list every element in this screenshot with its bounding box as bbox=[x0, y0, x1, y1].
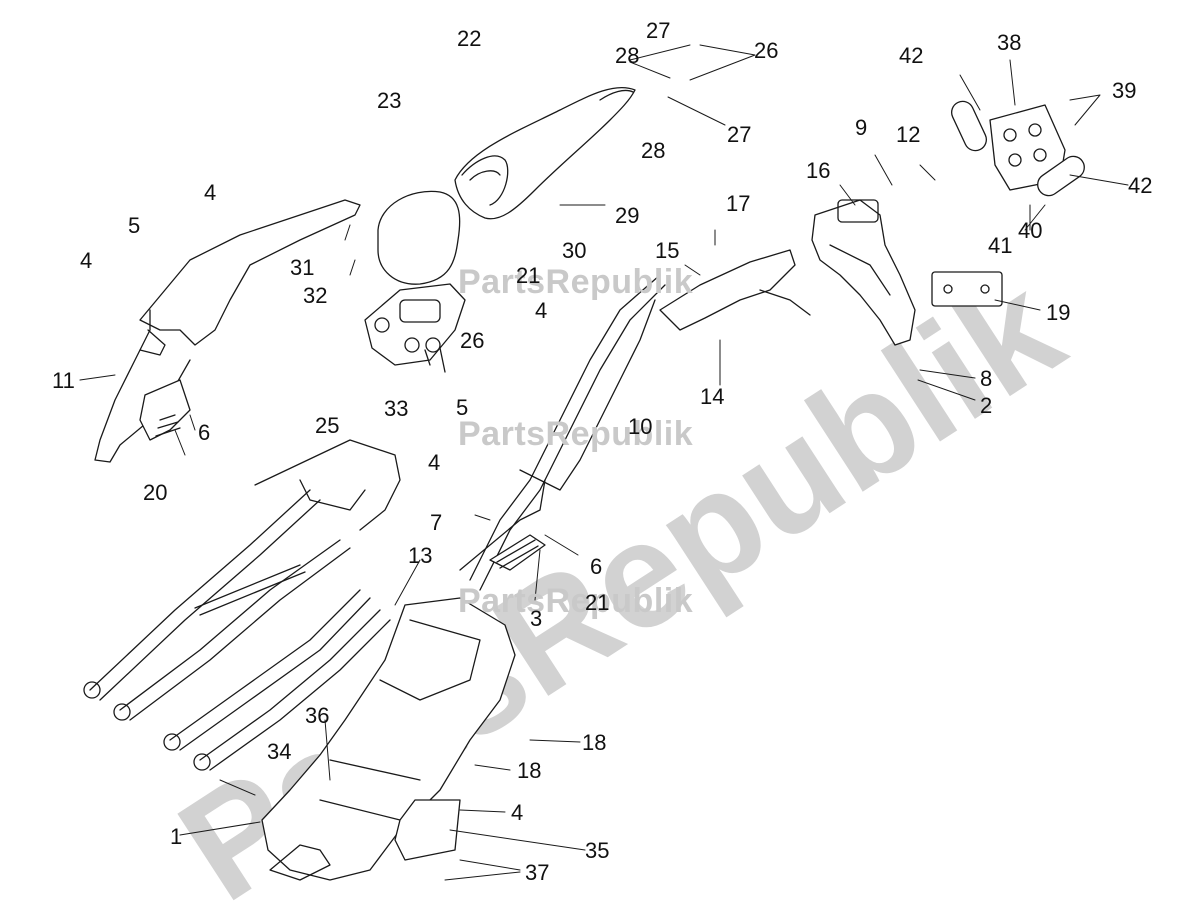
part-23-seat bbox=[377, 190, 461, 285]
callout-33: 33 bbox=[384, 396, 409, 421]
callout-25: 25 bbox=[315, 413, 340, 438]
part-38-bracket bbox=[989, 104, 1066, 191]
part-20-grab-handle-left bbox=[139, 379, 191, 441]
callout-5: 5 bbox=[128, 213, 141, 238]
callout-18: 18 bbox=[582, 730, 607, 755]
callout-37: 37 bbox=[525, 860, 550, 885]
callout-16: 16 bbox=[806, 158, 831, 183]
part-21-grab-handle-right bbox=[489, 534, 546, 571]
callout-20: 20 bbox=[143, 480, 168, 505]
part-16-plate-holder bbox=[811, 199, 916, 346]
watermark-middle: PartsRepublik bbox=[458, 415, 694, 453]
callout-11: 11 bbox=[52, 368, 75, 393]
callout-32: 32 bbox=[303, 283, 328, 308]
part-seat-bracket bbox=[364, 283, 466, 373]
callout-6: 6 bbox=[590, 554, 603, 579]
callout-10: 10 bbox=[628, 414, 653, 439]
callout-8: 8 bbox=[980, 366, 993, 391]
callout-34: 34 bbox=[267, 739, 292, 764]
callout-28: 28 bbox=[641, 138, 666, 163]
part-10-right-rail bbox=[459, 274, 666, 591]
callout-31: 31 bbox=[290, 255, 315, 280]
callout-28: 28 bbox=[615, 43, 640, 68]
callout-21: 21 bbox=[585, 590, 610, 615]
callout-4: 4 bbox=[80, 248, 93, 273]
callout-40: 40 bbox=[1018, 218, 1043, 243]
callout-29: 29 bbox=[615, 203, 640, 228]
callout-27: 27 bbox=[646, 18, 671, 43]
part-19-reflector bbox=[931, 271, 1003, 307]
callout-26: 26 bbox=[754, 38, 779, 63]
callout-19: 19 bbox=[1046, 300, 1071, 325]
callout-15: 15 bbox=[655, 238, 680, 263]
callout-4: 4 bbox=[535, 298, 548, 323]
callout-1: 1 bbox=[170, 824, 183, 849]
part-1-undertray bbox=[261, 597, 516, 881]
part-main-subframe bbox=[83, 439, 401, 771]
watermark-top: PartsRepublik bbox=[458, 263, 694, 301]
callout-41: 41 bbox=[988, 233, 1013, 258]
callout-30: 30 bbox=[562, 238, 587, 263]
callout-4: 4 bbox=[511, 800, 524, 825]
callout-39: 39 bbox=[1112, 78, 1137, 103]
callout-42: 42 bbox=[899, 43, 924, 68]
callout-6: 6 bbox=[198, 420, 211, 445]
callout-17: 17 bbox=[726, 191, 751, 216]
callout-5: 5 bbox=[456, 395, 469, 420]
watermark-bottom: PartsRepublik bbox=[458, 582, 694, 620]
callout-2: 2 bbox=[980, 393, 993, 418]
callout-18: 18 bbox=[517, 758, 542, 783]
callout-42: 42 bbox=[1128, 173, 1153, 198]
callout-7: 7 bbox=[430, 510, 443, 535]
part-15-mudguard bbox=[659, 249, 811, 331]
callout-4: 4 bbox=[428, 450, 441, 475]
callout-12: 12 bbox=[896, 122, 921, 147]
callout-13: 13 bbox=[408, 543, 433, 568]
part-42-indicator-left bbox=[951, 100, 987, 152]
callout-26: 26 bbox=[460, 328, 485, 353]
callout-36: 36 bbox=[305, 703, 330, 728]
callout-14: 14 bbox=[700, 384, 725, 409]
callout-9: 9 bbox=[855, 115, 868, 140]
callout-23: 23 bbox=[377, 88, 402, 113]
callout-22: 22 bbox=[457, 26, 482, 51]
part-35-cover-plate bbox=[394, 799, 461, 861]
part-42-indicator-right bbox=[1037, 155, 1085, 197]
callout-3: 3 bbox=[530, 606, 543, 631]
callout-4: 4 bbox=[204, 180, 217, 205]
callout-35: 35 bbox=[585, 838, 610, 863]
callout-21: 21 bbox=[516, 263, 541, 288]
part-22-tail-cover bbox=[454, 86, 636, 220]
callout-38: 38 bbox=[997, 30, 1022, 55]
callout-27: 27 bbox=[727, 122, 752, 147]
